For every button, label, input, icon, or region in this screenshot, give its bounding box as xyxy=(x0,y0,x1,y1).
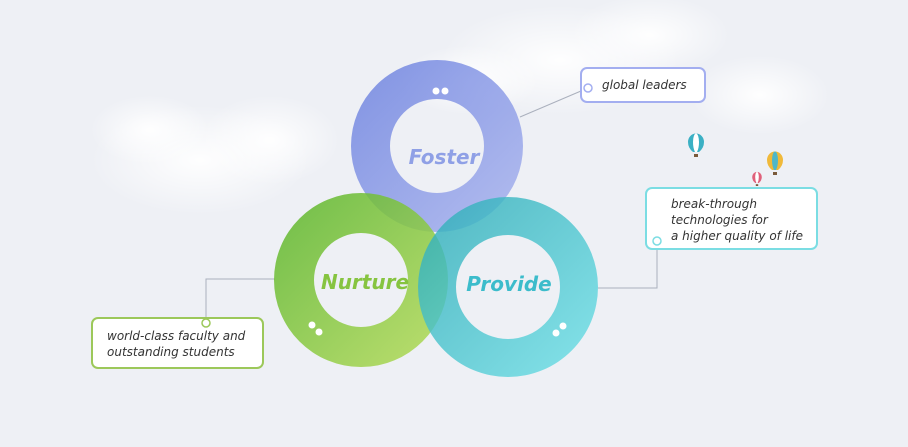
connector-nurture xyxy=(205,278,275,323)
connector-provide xyxy=(598,241,658,289)
callout-nurture-line: world-class faculty and xyxy=(107,329,246,343)
ring-dots-foster xyxy=(432,87,449,95)
connector-foster xyxy=(519,87,589,118)
callout-foster-line: global leaders xyxy=(602,78,687,92)
hot-air-balloon-icon xyxy=(752,171,762,186)
callout-provide-line: a higher quality of life xyxy=(671,229,803,243)
ring-label-nurture: Nurture xyxy=(321,270,409,294)
ring-nurture xyxy=(274,193,448,367)
callout-provide: break-through technologies for a higher … xyxy=(645,187,818,250)
callout-foster: global leaders xyxy=(580,67,706,103)
cloud-icon xyxy=(90,95,340,215)
ring-dots-nurture xyxy=(308,321,323,336)
ring-label-foster: Foster xyxy=(409,145,481,169)
callout-nurture: world-class faculty and outstanding stud… xyxy=(91,317,264,369)
callout-provide-line: technologies for xyxy=(671,213,768,227)
ring-dots-provide xyxy=(552,322,567,337)
callout-provide-line: break-through xyxy=(671,197,757,211)
hot-air-balloon-icon xyxy=(688,133,704,157)
callout-nurture-line: outstanding students xyxy=(107,345,235,359)
hot-air-balloon-icon xyxy=(767,151,783,175)
ring-label-provide: Provide xyxy=(466,272,551,296)
ring-foster xyxy=(351,60,523,232)
